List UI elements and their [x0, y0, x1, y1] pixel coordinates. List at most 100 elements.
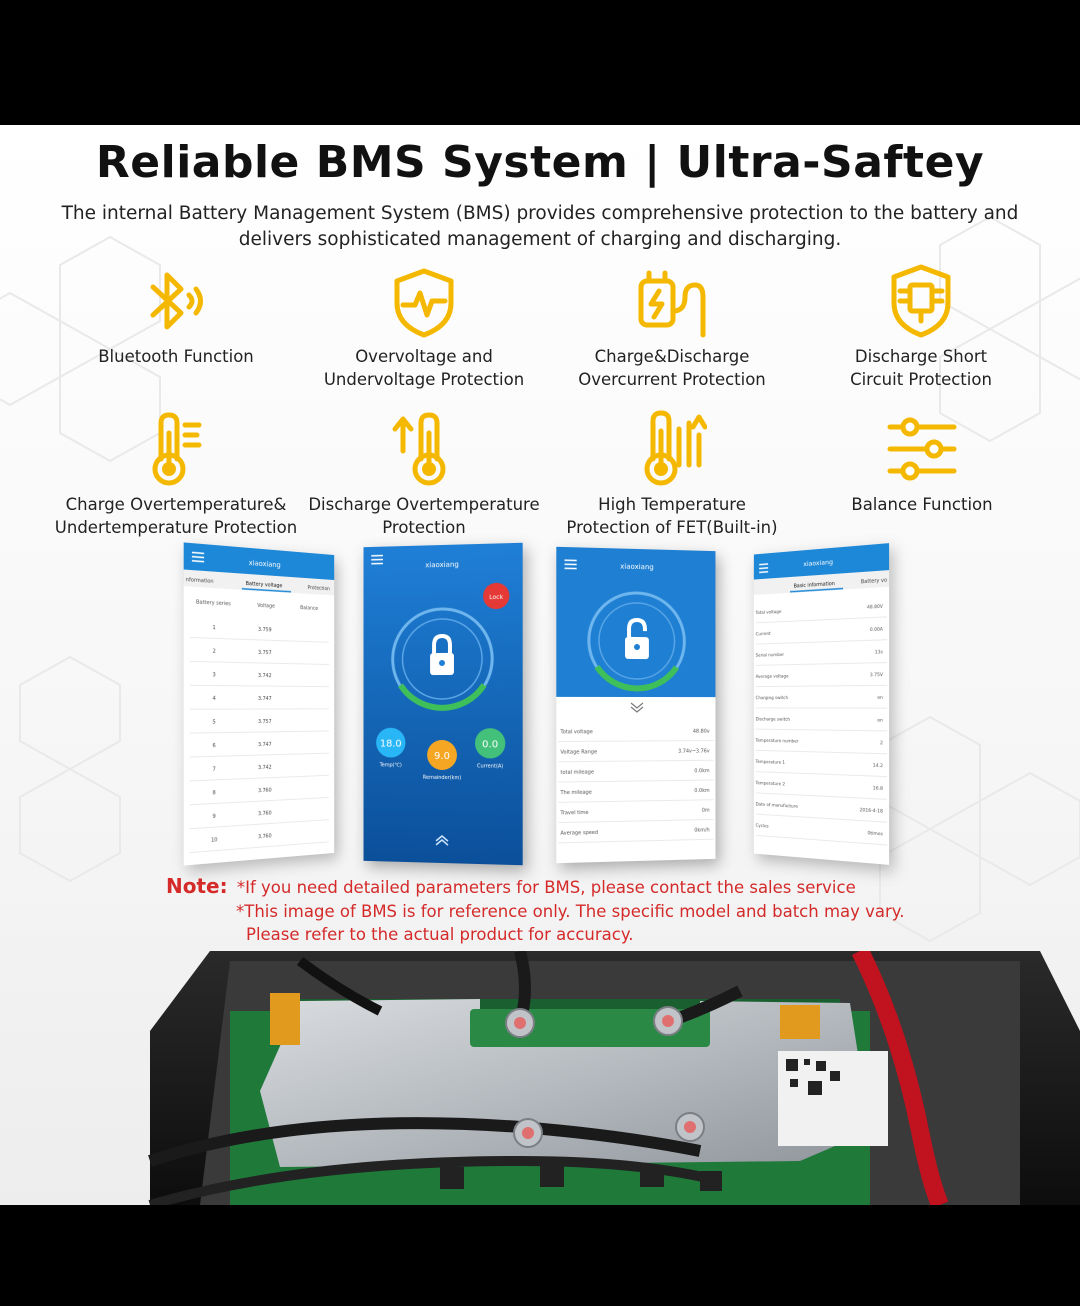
temperature-label: Temp(℃) [379, 762, 402, 768]
shield-pulse-icon [394, 268, 454, 338]
sliders-icon [887, 417, 957, 481]
info-value: 13s [875, 649, 884, 656]
column-header: Balance [300, 605, 318, 612]
tab-battery-voltage[interactable]: Battery voltage [246, 581, 283, 589]
feature-line: Protection [382, 518, 466, 537]
bluetooth-icon [150, 272, 203, 330]
feature-overvoltage: Overvoltage and Undervoltage Protection [299, 267, 549, 391]
cell-number: 3 [213, 672, 216, 678]
info-key: Temperature number [755, 738, 799, 745]
status-key: Travel time [559, 810, 588, 817]
padlock-unlocked-icon [625, 617, 649, 660]
bms-poster: Reliable BMS System | Ultra-Saftey The i… [0, 125, 1080, 1205]
feature-line: Discharge Overtemperature [308, 495, 540, 514]
remainder-label: Remainder(km) [423, 775, 462, 782]
feature-overcurrent: Charge&Discharge Overcurrent Protection [547, 267, 797, 391]
cell-number: 1 [213, 625, 216, 631]
status-value: 0.0km [694, 788, 709, 794]
status-value: 0km/h [694, 827, 709, 833]
info-value: 0.00A [870, 626, 883, 633]
feature-fet-temperature: High Temperature Protection of FET(Built… [547, 409, 797, 539]
info-key: Cycles [756, 823, 770, 830]
note-line: *If you need detailed parameters for BMS… [236, 878, 856, 897]
remainder-circle [427, 739, 457, 771]
feature-line: Undertemperature Protection [54, 518, 298, 537]
padlock-locked-icon [430, 633, 454, 676]
feature-line: Overcurrent Protection [578, 370, 766, 389]
cell-voltage: 3.757 [258, 719, 272, 725]
app-screen-basic-information: xiaoxiang Basic information Battery vo T… [753, 543, 890, 865]
info-value: 48.80V [867, 603, 883, 610]
tab-protection[interactable]: Protection [307, 585, 330, 592]
column-header: Voltage [257, 603, 275, 610]
app-screen-cell-voltages: xiaoxiang nformation Battery voltage Pro… [183, 542, 335, 866]
tab-basic-information[interactable]: Basic information [794, 581, 835, 590]
tab-battery-voltage[interactable]: Battery vo [861, 577, 887, 585]
feature-short-circuit: Discharge Short Circuit Protection [796, 263, 1046, 391]
app-name: xiaoxiang [620, 562, 653, 572]
thermometer-icon [152, 412, 202, 486]
cell-voltage: 3.760 [258, 833, 272, 840]
tab-information[interactable]: nformation [186, 577, 214, 585]
app-screen-lock-gauge: xiaoxiang Lock 18.0 Temp(℃) 9.0 Remainde… [363, 542, 523, 866]
feature-line: High Temperature [598, 495, 746, 514]
note-label: Note: [166, 874, 228, 898]
page-subtitle: The internal Battery Management System (… [61, 203, 1019, 250]
current-circle [475, 728, 506, 759]
info-value: 14.2 [873, 762, 883, 769]
charge-plug-icon [638, 270, 706, 338]
app-name: xiaoxiang [249, 559, 281, 569]
info-value: 16.8 [873, 785, 883, 792]
lock-button[interactable] [483, 582, 510, 610]
status-value: 0.0km [694, 768, 709, 774]
feature-line: Discharge Short [854, 347, 988, 366]
note-line: *This image of BMS is for reference only… [236, 901, 905, 921]
info-value: 0times [868, 830, 884, 838]
feature-discharge-temperature: Discharge Overtemperature Protection [299, 411, 549, 539]
feature-line: Charge Overtemperature& [65, 495, 287, 514]
chevron-up-icon[interactable] [436, 835, 448, 843]
cell-voltage: 3.760 [258, 788, 272, 795]
info-key: Current [756, 631, 771, 638]
info-key: Date of manufacture [756, 801, 799, 810]
bms-board-photo [148, 951, 1080, 1205]
status-value: 48.80v [693, 729, 710, 735]
feature-line: Overvoltage and [355, 347, 493, 366]
cell-voltage: 3.759 [258, 627, 272, 634]
current-value: 0.0 [482, 739, 498, 750]
thermometer-up-icon [392, 412, 446, 486]
cell-number: 4 [213, 696, 216, 702]
letterbox-top [0, 0, 1080, 125]
info-key: Average voltage [756, 673, 789, 680]
note-line: Please refer to the actual product for a… [246, 925, 634, 944]
cell-number: 2 [213, 649, 216, 655]
letterbox-bottom [0, 1205, 1080, 1306]
info-value: on [877, 718, 883, 723]
cell-number: 5 [213, 719, 216, 725]
status-key: Total voltage [559, 729, 592, 735]
feature-charge-temperature: Charge Overtemperature& Undertemperature… [51, 411, 301, 539]
status-value: 3.74v~3.76v [678, 748, 710, 754]
page-title: Reliable BMS System | Ultra-Saftey [95, 137, 985, 188]
feature-balance: Balance Function [797, 413, 1047, 516]
info-key: Discharge switch [756, 716, 791, 722]
info-value: 3.75V [870, 672, 883, 679]
column-header: Battery series [196, 599, 231, 607]
feature-line: Balance Function [851, 495, 993, 514]
thermometer-bars-icon [644, 410, 707, 486]
note-block: Note: *If you need detailed parameters f… [166, 874, 966, 947]
info-value: on [877, 696, 883, 701]
status-value: 0m [702, 808, 710, 814]
info-value: 2 [880, 740, 883, 747]
feature-line: Bluetooth Function [98, 347, 254, 366]
status-key: The mileage [559, 790, 591, 797]
cell-voltage: 3.757 [258, 650, 272, 656]
cell-voltage: 3.742 [258, 765, 272, 771]
status-key: Average speed [560, 830, 598, 837]
status-key: total mileage [560, 770, 594, 776]
cell-number: 9 [213, 814, 216, 820]
temperature-circle [376, 727, 406, 758]
feature-line: Charge&Discharge [594, 347, 750, 366]
temperature-value: 18.0 [380, 739, 402, 750]
info-key: Temperature 1 [755, 759, 786, 766]
